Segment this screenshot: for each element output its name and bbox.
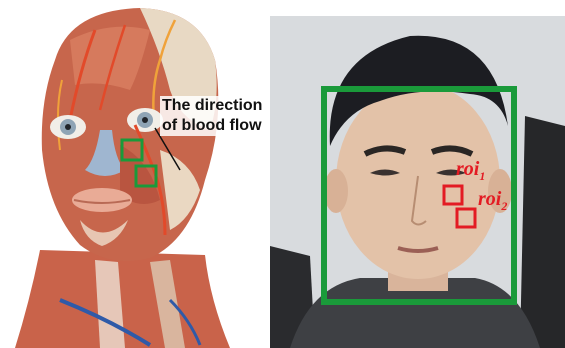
lips [72, 188, 132, 212]
roi-2-label-sub: 2 [501, 199, 507, 213]
roi-2-label: roi2 [478, 188, 507, 214]
roi-1-label: roi1 [456, 158, 485, 184]
anatomy-model-image: The direction of blood flow [0, 0, 290, 348]
face-photo [270, 16, 565, 348]
anatomy-model-illustration [0, 0, 290, 348]
right-pupil [142, 117, 148, 123]
roi-1-label-base: roi [456, 158, 479, 180]
face-photo-illustration [270, 16, 565, 348]
chair [520, 116, 565, 348]
roi-2-label-base: roi [478, 188, 501, 210]
roi-1-label-sub: 1 [479, 169, 485, 183]
left-ear [324, 169, 348, 213]
left-pupil [65, 124, 71, 130]
